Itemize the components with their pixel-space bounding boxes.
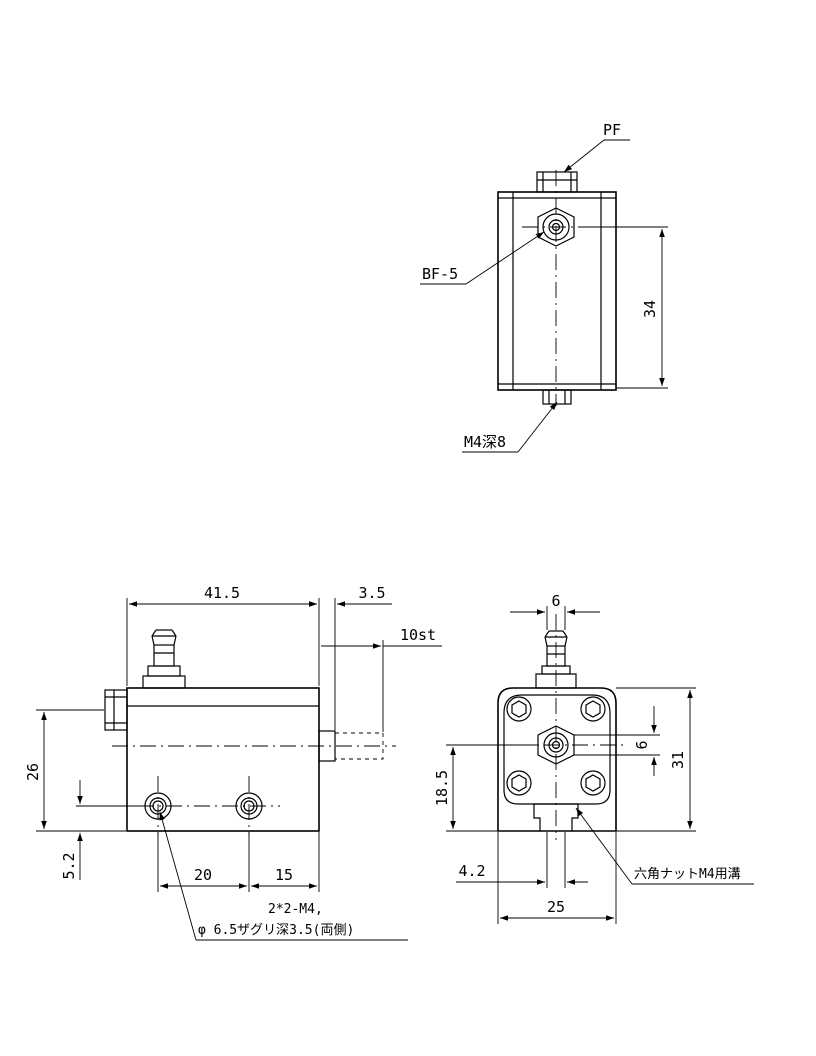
dim-34-label: 34 — [641, 300, 659, 318]
end-body-outline — [497, 687, 617, 832]
dim-415-label: 41.5 — [204, 584, 240, 602]
dim-185-label: 18.5 — [433, 770, 451, 806]
rod-stroke-phantom — [334, 732, 384, 760]
dim-35-label: 3.5 — [358, 584, 385, 602]
nut-slot-label: 六角ナットM4用溝 — [634, 867, 741, 882]
hex-bolt-bottom-left — [506, 770, 532, 796]
end-view: 6 6 31 18.5 4.2 25 六角ナットM4用溝 — [433, 592, 754, 924]
dim-25-label: 25 — [547, 898, 565, 916]
hole-note-line1: 2*2-M4, — [268, 902, 323, 917]
pf-fitting — [536, 171, 578, 193]
pf-label: PF — [603, 121, 621, 139]
bf5-hex-fitting — [537, 207, 575, 247]
top-view: 34 PF BF-5 M4深8 — [420, 121, 668, 453]
dim-6-top-label: 6 — [551, 592, 560, 610]
hex-bolt-top-right — [580, 696, 606, 722]
mounting-hole-right — [235, 792, 263, 820]
dim-6-right-label: 6 — [633, 740, 651, 749]
mounting-hole-left — [144, 792, 172, 820]
dim-52-label: 5.2 — [60, 852, 78, 879]
hole-note-line2: φ 6.5ザグリ深3.5(両側) — [198, 923, 354, 938]
hex-bolt-bottom-right — [580, 770, 606, 796]
m4-depth-label: M4深8 — [464, 433, 506, 451]
side-view: 41.5 3.5 10st 26 5.2 20 15 2*2-M4, φ 6.5… — [24, 584, 442, 941]
hex-bolt-top-left — [506, 696, 532, 722]
dim-31-label: 31 — [669, 751, 687, 769]
dim-26-label: 26 — [24, 763, 42, 781]
rod-end — [542, 389, 572, 405]
dim-10st-label: 10st — [400, 626, 436, 644]
bf5-label: BF-5 — [422, 265, 458, 283]
barb-fitting — [153, 644, 175, 667]
side-body-outline — [126, 687, 320, 832]
side-top-fitting-base — [142, 675, 186, 689]
top-body-outline — [497, 191, 617, 391]
dim-15-label: 15 — [275, 866, 293, 884]
side-left-fitting — [104, 689, 128, 731]
dim-42-label: 4.2 — [458, 862, 485, 880]
dim-20-label: 20 — [194, 866, 212, 884]
